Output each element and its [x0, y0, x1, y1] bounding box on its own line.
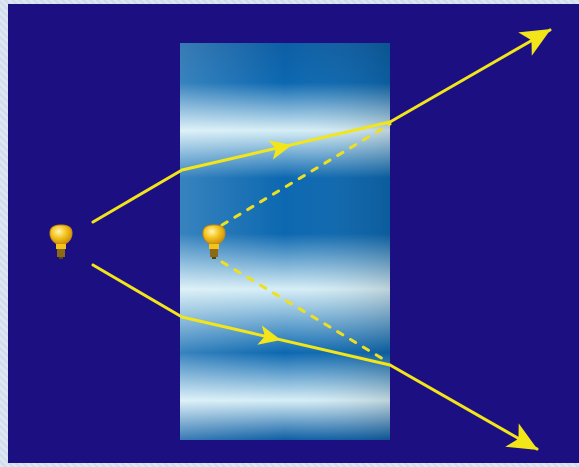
upper-incident-ray	[91, 168, 184, 224]
lower-virtual-ray	[220, 260, 390, 364]
upper-virtual-ray	[220, 122, 392, 227]
light-bulb-icon	[49, 224, 73, 259]
lower-incident-ray	[91, 263, 184, 319]
upper-refracted-arrow	[268, 140, 292, 160]
upper-emergent-arrow	[518, 29, 551, 56]
lower-emergent-arrow	[505, 423, 538, 450]
lower-refracted-arrow	[257, 325, 281, 345]
upper-emergent-ray	[388, 28, 552, 124]
virtual-image-light-bulb-icon	[202, 224, 226, 259]
light-rays	[91, 28, 552, 451]
lower-emergent-ray	[388, 363, 539, 451]
lower-refracted-ray	[180, 315, 392, 367]
